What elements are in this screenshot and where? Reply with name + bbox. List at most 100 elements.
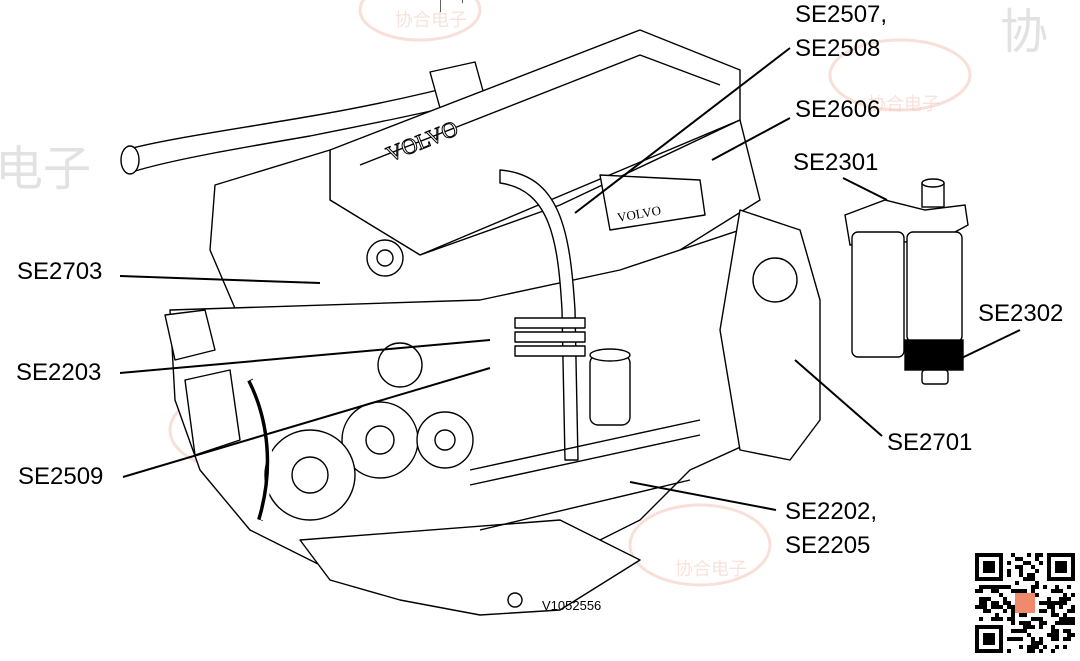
qr-module [1007, 585, 1011, 589]
accessory-housing [184, 369, 241, 456]
qr-module [1003, 597, 1007, 601]
qr-module [1023, 629, 1027, 633]
qr-module [991, 585, 995, 589]
qr-module [1035, 553, 1039, 557]
leader-se2507 [574, 47, 791, 214]
watermark-text: 协合电子 [868, 94, 940, 115]
qr-module [1071, 605, 1075, 609]
label-se2509: SE2509 [18, 463, 104, 490]
qr-module [1035, 645, 1039, 649]
label-se2507: SE2507, [795, 1, 888, 28]
qr-module [1035, 593, 1039, 597]
qr-module [1031, 577, 1035, 581]
leader-se2703 [119, 275, 321, 284]
qr-module [983, 609, 987, 613]
qr-module [1063, 629, 1067, 633]
fuel-filter-right [906, 231, 963, 343]
qr-module [1039, 561, 1043, 565]
qr-module [1027, 625, 1031, 629]
leader-se2302 [944, 329, 1021, 367]
qr-module [1051, 637, 1055, 641]
qr-module [1035, 569, 1039, 573]
qr-module [1035, 581, 1039, 585]
qr-module [1011, 553, 1015, 557]
qr-module [1027, 621, 1031, 625]
qr-module [1047, 633, 1051, 637]
qr-module [1051, 633, 1055, 637]
qr-module [1011, 637, 1015, 641]
label-se2202: SE2202, [785, 498, 878, 525]
qr-module [1031, 565, 1035, 569]
qr-module [1031, 589, 1035, 593]
qr-module [1059, 617, 1063, 621]
qr-module [1063, 617, 1067, 621]
qr-module [991, 605, 995, 609]
qr-module [1031, 573, 1035, 577]
qr-module [1039, 637, 1043, 641]
qr-module [979, 617, 983, 621]
qr-module [1019, 589, 1023, 593]
qr-module [995, 585, 999, 589]
qr-module [1063, 621, 1067, 625]
qr-module [1003, 585, 1007, 589]
oil-sump [299, 519, 641, 616]
qr-module [983, 597, 987, 601]
compressor-bracket [164, 309, 216, 361]
qr-module [1039, 641, 1043, 645]
qr-module [1067, 585, 1071, 589]
intake-pipe-end [120, 145, 140, 175]
qr-module [1007, 573, 1011, 577]
label-se2703: SE2703 [17, 258, 103, 285]
qr-module [1011, 589, 1015, 593]
qr-module [1059, 597, 1063, 601]
qr-module [1055, 601, 1059, 605]
qr-module [1043, 601, 1047, 605]
qr-module [1055, 613, 1059, 617]
qr-module [1011, 629, 1015, 633]
qr-module [1043, 621, 1047, 625]
qr-module [1039, 649, 1043, 653]
leader-se2203 [119, 339, 491, 374]
qr-module [1023, 621, 1027, 625]
qr-module [1007, 637, 1011, 641]
qr-module [1031, 637, 1035, 641]
qr-module [1071, 617, 1075, 621]
qr-module [1027, 577, 1031, 581]
watermark-logo [358, 0, 482, 42]
qr-module [1027, 649, 1031, 653]
qr-module [999, 593, 1003, 597]
watermark-glyph: 电子 [0, 141, 91, 197]
flywheel-housing [719, 209, 821, 461]
qr-module [1051, 605, 1055, 609]
qr-module [1055, 633, 1059, 637]
qr-module [983, 585, 987, 589]
qr-module [1019, 565, 1023, 569]
qr-module [1011, 613, 1015, 617]
qr-module [1011, 605, 1015, 609]
watermark-texts: 协合电子 协合电子 协合电子 [395, 10, 940, 580]
qr-module [1035, 617, 1039, 621]
qr-module [1055, 645, 1059, 649]
qr-module [1007, 617, 1011, 621]
qr-module [1059, 601, 1063, 605]
qr-module [1003, 609, 1007, 613]
qr-module [1019, 613, 1023, 617]
qr-code [975, 553, 1075, 653]
qr-module [1051, 589, 1055, 593]
qr-module [1043, 645, 1047, 649]
drain-valve [921, 369, 949, 385]
qr-module [1011, 621, 1015, 625]
qr-module [991, 589, 995, 593]
label-se2302: SE2302 [978, 300, 1064, 327]
qr-module [1039, 609, 1043, 613]
qr-module [1063, 593, 1067, 597]
qr-module [1071, 609, 1075, 613]
qr-module [1019, 629, 1023, 633]
watermark-logo [628, 503, 772, 587]
qr-module [979, 605, 983, 609]
qr-module [1015, 637, 1019, 641]
qr-module [1011, 609, 1015, 613]
qr-module [1035, 557, 1039, 561]
label-se2205: SE2205 [785, 532, 871, 559]
fuel-filter-assembly [844, 178, 969, 385]
